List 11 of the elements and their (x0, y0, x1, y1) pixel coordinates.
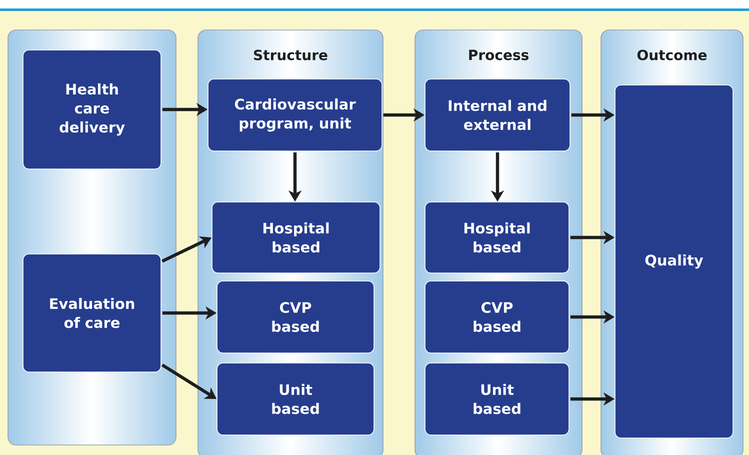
process-box: Evaluation of care (22, 254, 162, 372)
process-box: Hospital based (424, 202, 570, 274)
process-box: Health care delivery (22, 50, 162, 170)
process-box: Unit based (216, 362, 374, 436)
process-box: Internal and external (424, 78, 570, 152)
process-box: CVP based (424, 280, 570, 354)
process-box: Hospital based (212, 202, 380, 274)
process-box: Cardiovascular program, unit (208, 78, 382, 152)
process-box: Quality (614, 84, 734, 438)
process-box: CVP based (216, 280, 374, 354)
process-box: Unit based (424, 362, 570, 436)
